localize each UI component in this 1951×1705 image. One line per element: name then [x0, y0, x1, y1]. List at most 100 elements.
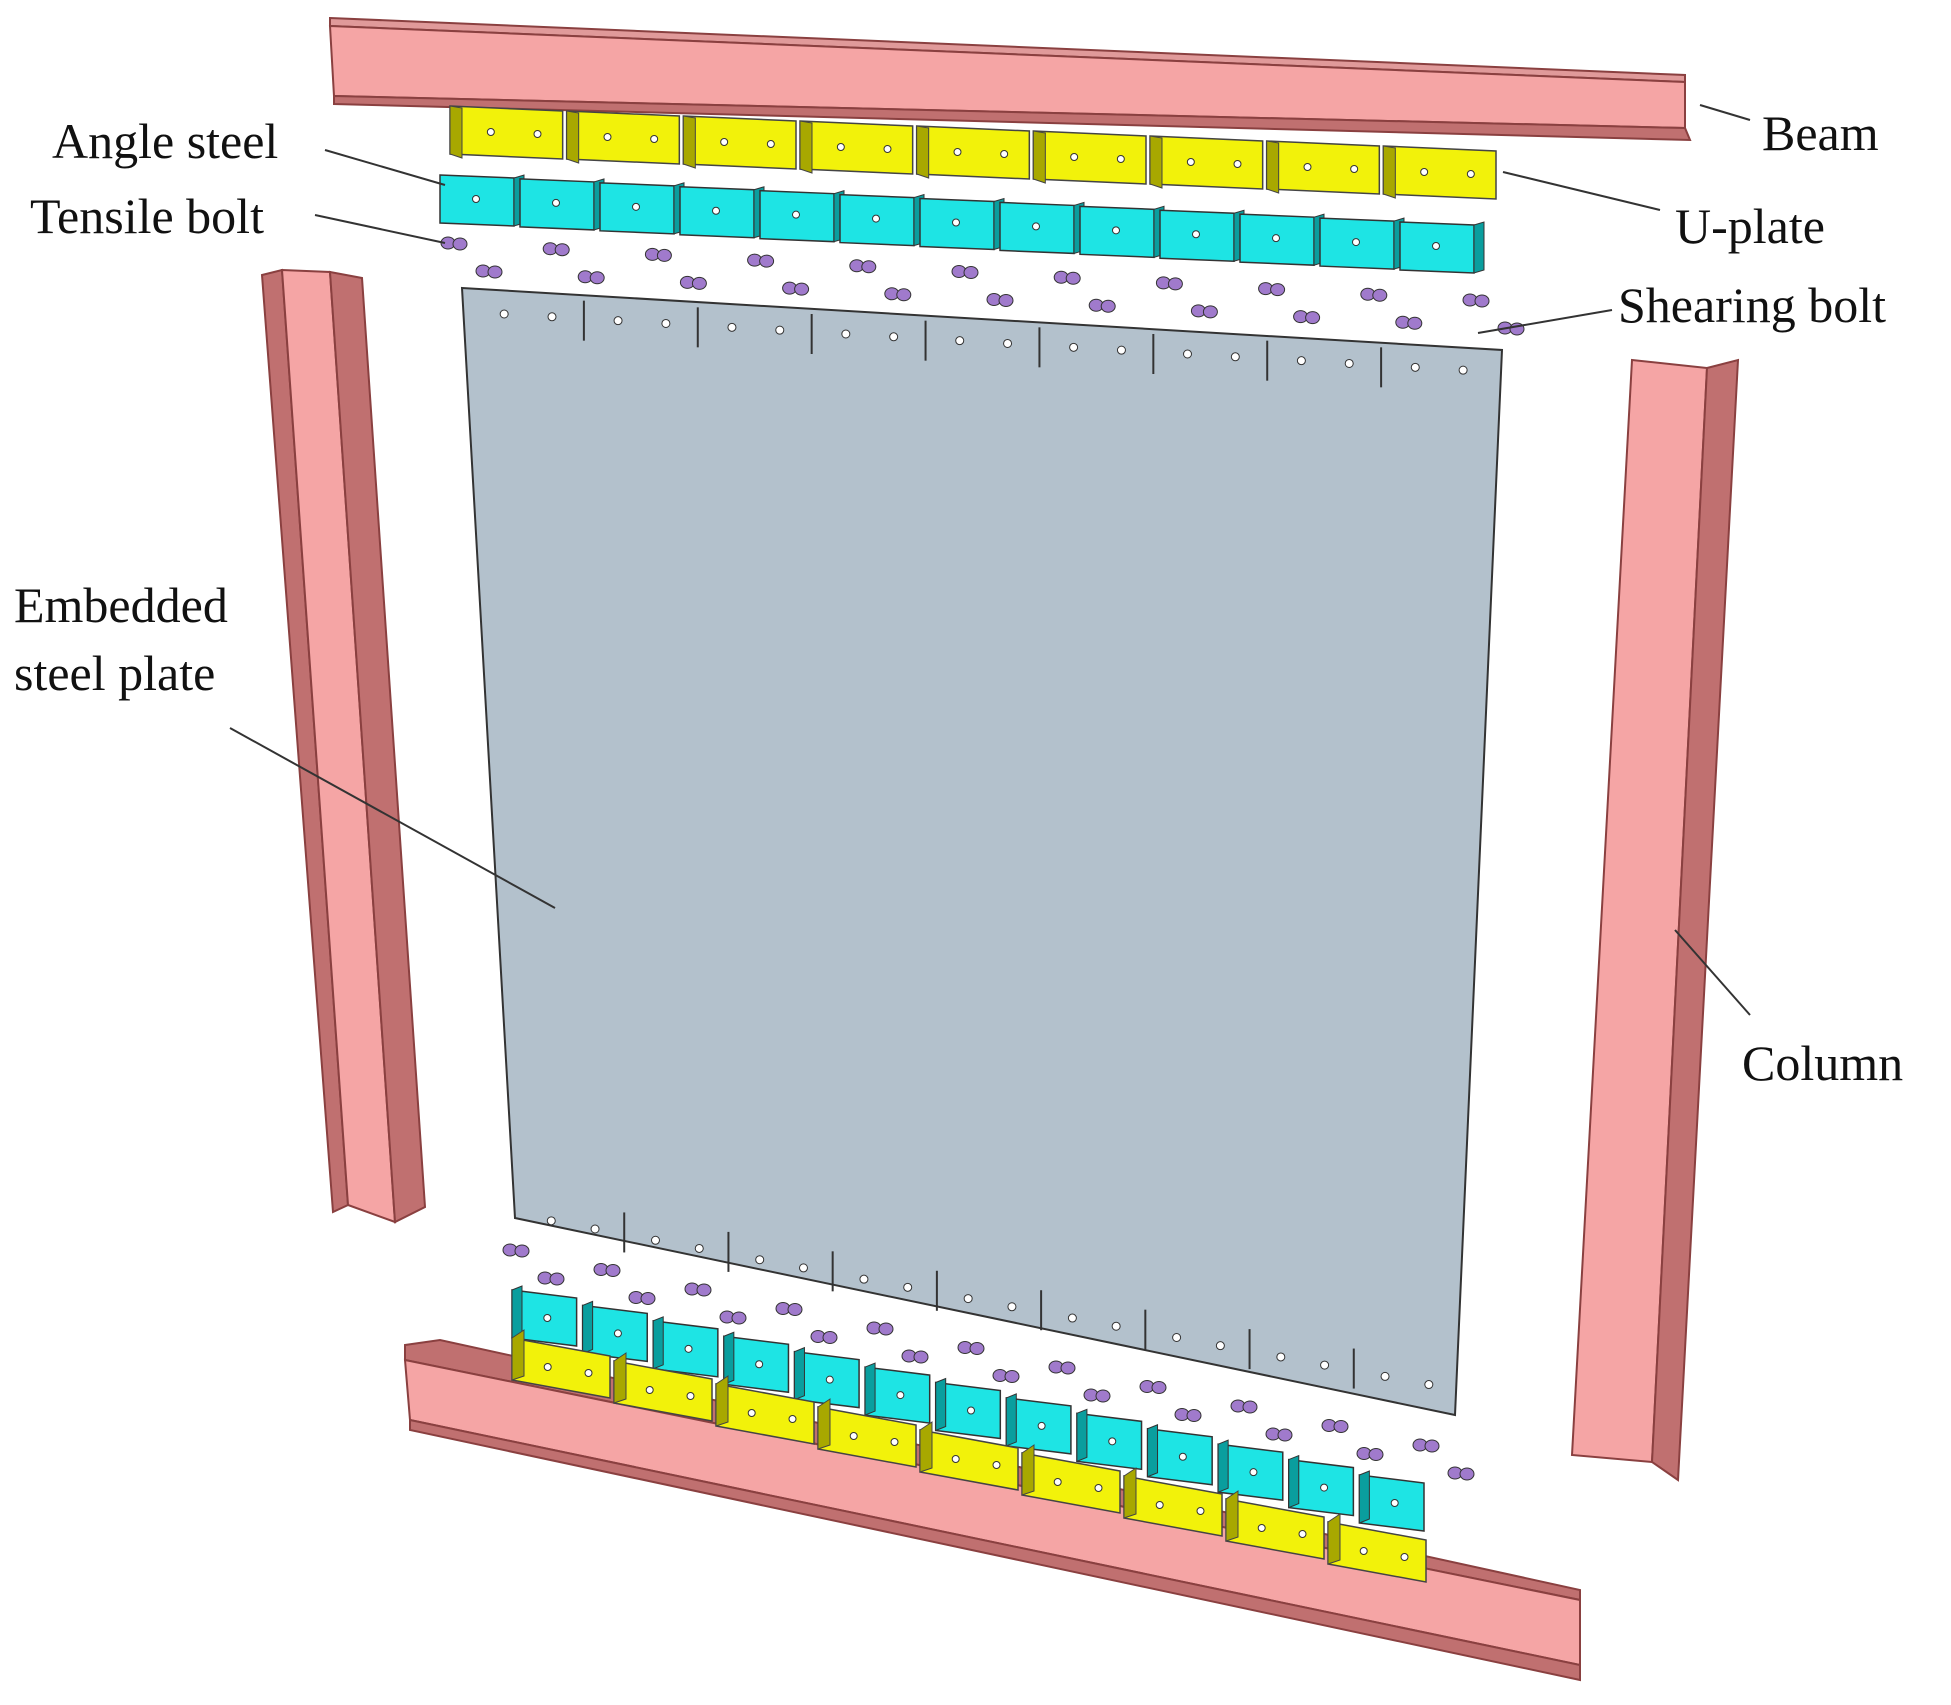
bolt-hole	[951, 1455, 960, 1463]
bolt	[901, 1349, 929, 1364]
bolt-hole	[1233, 160, 1242, 168]
angle-steel-face	[915, 125, 1031, 180]
bolt	[1356, 1447, 1384, 1461]
leader-lines	[229, 104, 1751, 1016]
bolt-hole	[1186, 158, 1195, 166]
plate-hole	[1230, 352, 1240, 362]
u-plate-side	[652, 1316, 664, 1370]
u-plate	[723, 1331, 790, 1394]
angle-steel-flange	[1123, 1467, 1137, 1519]
label-angle-steel: Angle steel	[52, 113, 278, 169]
plate-hole	[499, 309, 509, 319]
plate-hole	[798, 1263, 808, 1273]
bolt-head	[656, 248, 672, 262]
leader-beam	[1699, 104, 1751, 121]
plate-hole	[694, 1243, 704, 1253]
u-plate	[1146, 1424, 1213, 1486]
bolt-hole	[1037, 1421, 1046, 1430]
u-plate	[1319, 217, 1405, 270]
bolt	[1447, 1466, 1475, 1481]
bolt-hole	[1352, 238, 1360, 247]
bolt-head	[1459, 1467, 1475, 1481]
bolt	[593, 1263, 621, 1277]
embedded-steel-plate	[460, 286, 1504, 1417]
bolt-hole	[952, 218, 960, 227]
angle-steel	[1225, 1490, 1325, 1560]
bolt	[628, 1291, 656, 1305]
leader-column	[1674, 929, 1751, 1016]
angle-steel	[613, 1352, 713, 1422]
plate-hole	[1296, 356, 1306, 366]
bolt	[1155, 276, 1183, 291]
angle-steel	[715, 1375, 815, 1445]
bolt	[1174, 1408, 1202, 1422]
label-embedded-plate-line1: Embedded	[14, 577, 228, 633]
bolt	[679, 275, 707, 290]
bolt-hole	[1094, 1484, 1103, 1492]
label-u-plate: U-plate	[1675, 198, 1825, 254]
u-plate	[1076, 1408, 1143, 1471]
u-plate-side	[864, 1362, 876, 1416]
u-plate	[511, 1285, 578, 1347]
u-plate	[793, 1346, 860, 1409]
bolt-head	[878, 1322, 894, 1336]
leader-shearing-bolt	[1477, 309, 1613, 334]
u-plate	[759, 189, 845, 243]
angle-steel	[1032, 130, 1147, 185]
bolt	[1230, 1399, 1258, 1414]
angle-steel	[449, 105, 564, 160]
u-plate	[1005, 1393, 1072, 1455]
plate-hole	[859, 1274, 869, 1284]
bolt-hole	[1112, 226, 1120, 235]
lower-angle-steel-row	[511, 1329, 1427, 1583]
bolt	[542, 242, 570, 257]
u-plate-side	[1217, 1439, 1229, 1493]
u-plate	[1288, 1454, 1355, 1517]
angle-steel-flange	[1327, 1513, 1341, 1565]
bolt-hole	[1257, 1524, 1266, 1532]
bolt-hole	[747, 1409, 756, 1417]
u-plate	[1159, 209, 1245, 263]
angle-steel-flange	[916, 125, 930, 179]
bolt-head	[605, 1264, 621, 1277]
plate-hole	[1183, 349, 1192, 359]
angle-steel-flange	[1266, 140, 1280, 194]
u-plate-side	[723, 1331, 735, 1385]
bolt-hole	[1420, 168, 1429, 176]
bolt	[951, 265, 979, 279]
lower-u-plate-row	[511, 1285, 1425, 1532]
bolt-hole	[684, 1344, 693, 1353]
angle-steel	[511, 1329, 611, 1399]
bolt-hole	[645, 1386, 654, 1394]
bolt-head	[1065, 271, 1081, 285]
bolt-hole	[1272, 234, 1280, 243]
angle-steel-face	[565, 110, 681, 165]
angle-steel-flange	[799, 120, 813, 174]
bolt-hole	[953, 148, 962, 156]
upper-u-plate-row	[439, 174, 1485, 274]
bolt-head	[861, 260, 877, 274]
bolt	[1462, 293, 1490, 308]
plate-hole	[613, 316, 623, 326]
bolt	[1258, 282, 1286, 297]
bolt-hole	[1116, 155, 1125, 163]
bolt-head	[1333, 1420, 1349, 1433]
bolt-hole	[883, 145, 892, 153]
angle-steel	[799, 120, 914, 175]
top-beam	[328, 16, 1692, 142]
angle-steel-flange	[682, 115, 696, 169]
bolt	[747, 253, 775, 268]
lower-bolt-row	[502, 1243, 1475, 1481]
angle-steel	[1149, 135, 1264, 190]
bolt-hole	[1298, 1530, 1307, 1538]
u-plate	[1358, 1470, 1425, 1532]
plate-hole	[1458, 365, 1468, 375]
bolt-hole	[967, 1406, 975, 1415]
angle-steel-flange	[566, 110, 580, 164]
bolt	[502, 1243, 530, 1258]
bolt-head	[1242, 1400, 1258, 1414]
plate-hole	[903, 1282, 913, 1292]
bolt-head	[1100, 299, 1116, 313]
angle-steel	[915, 125, 1031, 180]
bolt-hole	[1070, 153, 1079, 161]
